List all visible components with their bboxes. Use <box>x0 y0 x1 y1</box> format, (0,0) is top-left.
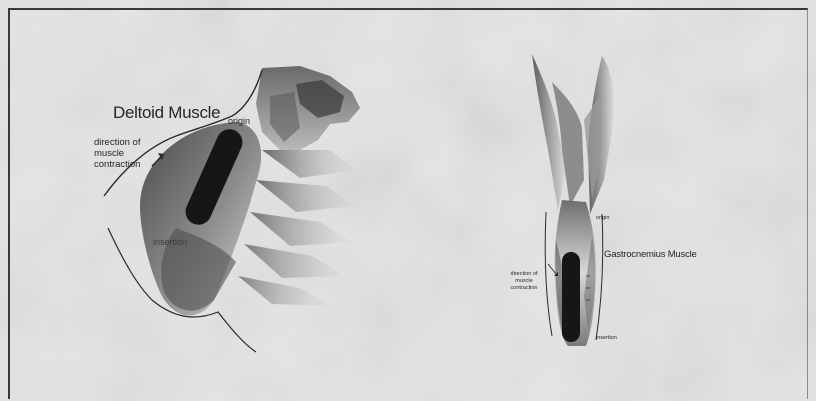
deltoid-direction-label: direction of muscle contraction <box>94 137 158 170</box>
gastrocnemius-illustration <box>532 54 614 346</box>
gastrocnemius-contraction-band <box>562 252 580 342</box>
deltoid-origin-label: origin <box>228 117 250 126</box>
gastrocnemius-origin-label: origin <box>596 216 609 222</box>
gastrocnemius-title: Gastrocnemius Muscle <box>604 250 697 260</box>
gastrocnemius-insertion-label: insertion <box>596 336 617 342</box>
leg-outline <box>545 212 552 336</box>
deltoid-title: Deltoid Muscle <box>113 104 220 121</box>
gastrocnemius-direction-label: direction of muscle contraction <box>504 271 544 292</box>
deltoid-insertion-label: insertion <box>153 238 187 247</box>
